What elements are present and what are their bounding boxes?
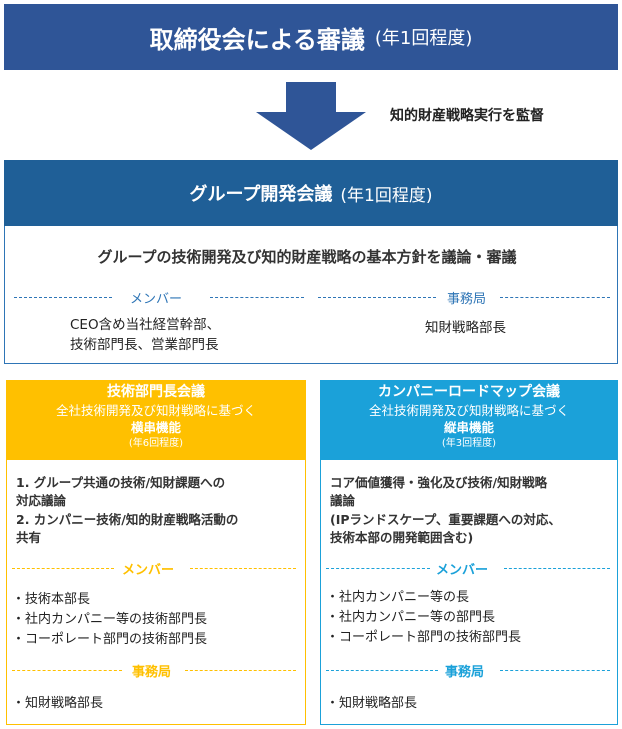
divider bbox=[326, 670, 438, 671]
member-item: ・社内カンパニー等の部門長 bbox=[326, 610, 496, 625]
group-meeting-body bbox=[4, 226, 618, 364]
group-meeting-title: グループ開発会議 bbox=[189, 184, 333, 205]
tech-heads-meeting-header: 技術部門長会議 全社技術開発及び知財戦略に基づく 横串機能 (年6回程度) bbox=[6, 380, 306, 460]
divider bbox=[210, 297, 304, 298]
down-arrow-icon bbox=[256, 82, 366, 150]
agenda-item: 議論 bbox=[330, 493, 356, 508]
member-item: ・コーポレート部門の技術部門長 bbox=[12, 632, 208, 647]
agenda-item: (IPランドスケープ、重要課題への対応、 bbox=[330, 512, 561, 527]
office-item: ・知財戦略部長 bbox=[326, 696, 418, 711]
agenda-item: 技術本部の開発範囲含む) bbox=[330, 530, 474, 545]
divider bbox=[318, 297, 436, 298]
roadmap-member-label: メンバー bbox=[436, 563, 489, 578]
divider bbox=[185, 670, 296, 671]
group-member-line: 技術部門長、営業部門長 bbox=[70, 337, 219, 353]
roadmap-meeting-body bbox=[320, 460, 618, 725]
agenda-item: 1. グループ共通の技術/知財課題への bbox=[16, 475, 226, 490]
roadmap-meeting-frequency: (年3回程度) bbox=[441, 438, 497, 449]
member-item: ・コーポレート部門の技術部門長 bbox=[326, 630, 522, 645]
group-member-line: CEO含め当社経営幹部、 bbox=[70, 317, 221, 333]
group-meeting-header: グループ開発会議 (年1回程度) bbox=[4, 160, 618, 226]
board-review-title: 取締役会による審議 bbox=[149, 25, 365, 54]
supervision-label: 知的財産戦略実行を監督 bbox=[390, 108, 544, 124]
tech-heads-meeting-title: 技術部門長会議 bbox=[107, 384, 205, 400]
agenda-item: 共有 bbox=[16, 530, 42, 545]
divider bbox=[190, 568, 296, 569]
board-review-banner: 取締役会による審議 (年1回程度) bbox=[4, 4, 618, 70]
agenda-item: 2. カンパニー技術/知的財産戦略活動の bbox=[16, 512, 239, 527]
divider bbox=[504, 568, 610, 569]
roadmap-office-label: 事務局 bbox=[445, 665, 485, 680]
agenda-item: 対応議論 bbox=[16, 493, 67, 508]
tech-heads-meeting-basis: 全社技術開発及び知財戦略に基づく bbox=[55, 403, 256, 418]
roadmap-meeting-header: カンパニーロードマップ会議 全社技術開発及び知財戦略に基づく 縦串機能 (年3回… bbox=[320, 380, 618, 460]
agenda-item: コア価値獲得・強化及び技術/知財戦略 bbox=[330, 475, 548, 490]
tech-heads-meeting-function: 横串機能 bbox=[130, 420, 181, 435]
divider bbox=[12, 568, 114, 569]
board-review-frequency: (年1回程度) bbox=[374, 28, 473, 49]
divider bbox=[500, 297, 610, 298]
member-item: ・社内カンパニー等の技術部門長 bbox=[12, 612, 208, 627]
group-meeting-frequency: (年1回程度) bbox=[340, 185, 433, 206]
divider bbox=[326, 568, 430, 569]
tech-heads-meeting-body bbox=[6, 460, 306, 725]
group-member-label: メンバー bbox=[130, 292, 183, 307]
tech-heads-meeting-frequency: (年6回程度) bbox=[128, 438, 184, 449]
divider bbox=[12, 670, 122, 671]
tech-heads-office-label: 事務局 bbox=[132, 665, 172, 680]
tech-heads-member-label: メンバー bbox=[122, 563, 175, 578]
member-item: ・技術本部長 bbox=[12, 592, 91, 607]
group-meeting-description: グループの技術開発及び知的財産戦略の基本方針を議論・審議 bbox=[97, 248, 517, 266]
divider bbox=[500, 670, 610, 671]
group-office-label: 事務局 bbox=[447, 292, 487, 307]
group-office-value: 知財戦略部長 bbox=[425, 320, 506, 336]
office-item: ・知財戦略部長 bbox=[12, 696, 104, 711]
member-item: ・社内カンパニー等の長 bbox=[326, 590, 470, 605]
roadmap-meeting-function: 縦串機能 bbox=[443, 420, 494, 435]
divider bbox=[14, 297, 112, 298]
roadmap-meeting-title: カンパニーロードマップ会議 bbox=[378, 384, 560, 400]
roadmap-meeting-basis: 全社技術開発及び知財戦略に基づく bbox=[368, 403, 569, 418]
